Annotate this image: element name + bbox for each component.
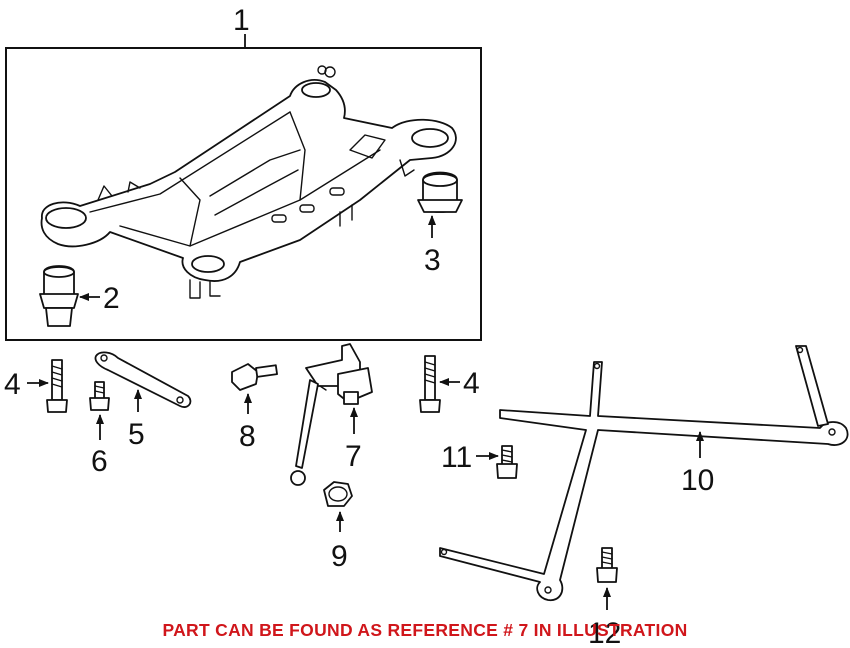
callout-8: 8 bbox=[239, 420, 256, 453]
bolt-4-left bbox=[46, 359, 68, 413]
assembly-box bbox=[5, 47, 482, 341]
callout-10: 10 bbox=[681, 464, 714, 497]
callout-1: 1 bbox=[233, 4, 250, 37]
bolt-6 bbox=[89, 381, 110, 411]
callout-6: 6 bbox=[91, 445, 108, 478]
nut-9 bbox=[323, 481, 353, 507]
bushing-right bbox=[417, 171, 463, 213]
subframe-drawing bbox=[40, 65, 457, 299]
sensor-bracket-assembly bbox=[290, 343, 373, 486]
callout-11: 11 bbox=[441, 441, 472, 474]
callout-4-left: 4 bbox=[4, 368, 21, 401]
callout-9: 9 bbox=[331, 540, 348, 573]
bolt-4-right bbox=[419, 355, 441, 413]
plate-bracket bbox=[94, 351, 192, 408]
bolt-12 bbox=[596, 547, 618, 583]
callout-2: 2 bbox=[103, 282, 120, 315]
callout-7: 7 bbox=[345, 440, 362, 473]
callout-3: 3 bbox=[424, 244, 441, 277]
bushing-left bbox=[39, 265, 79, 327]
callout-5: 5 bbox=[128, 418, 145, 451]
bolt-8 bbox=[231, 363, 278, 391]
callout-12: 12 bbox=[588, 617, 621, 648]
callout-4-right: 4 bbox=[463, 367, 480, 400]
reference-note: PART CAN BE FOUND AS REFERENCE # 7 IN IL… bbox=[162, 620, 688, 640]
x-brace bbox=[439, 345, 849, 602]
bolt-11 bbox=[496, 445, 518, 479]
